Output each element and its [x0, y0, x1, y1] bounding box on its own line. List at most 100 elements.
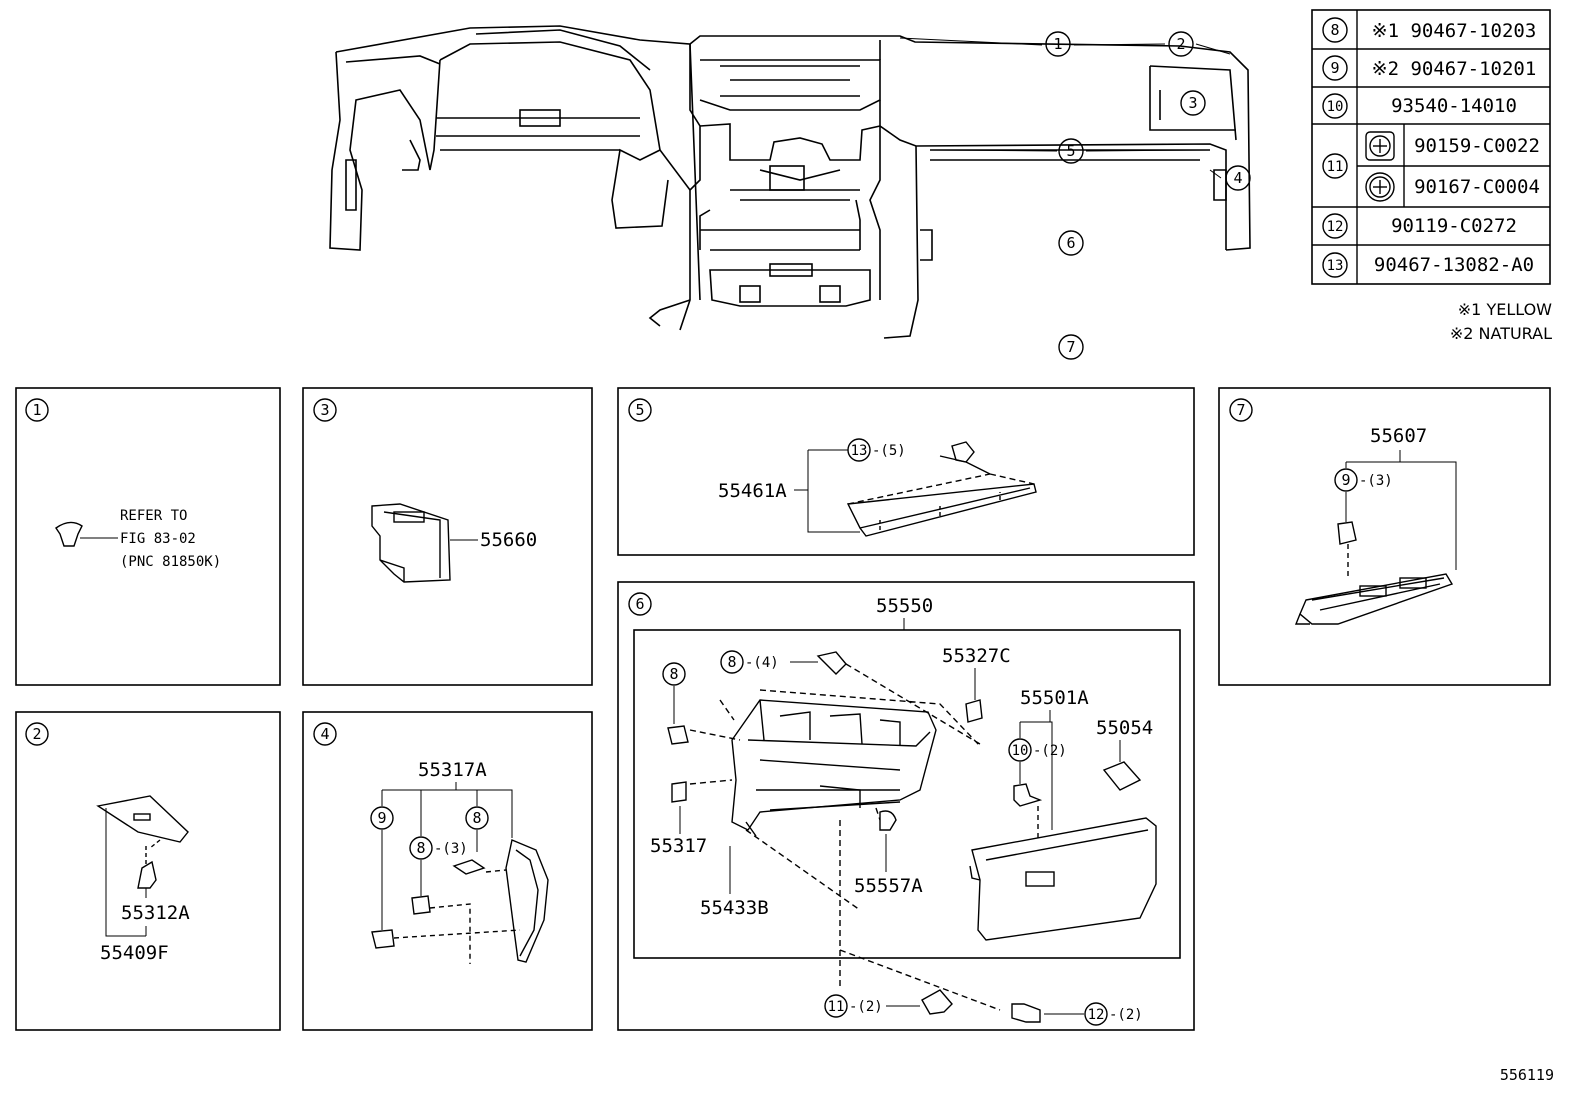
svg-text:90167-C0004: 90167-C0004	[1414, 176, 1540, 198]
callout-3: 3	[1180, 90, 1206, 116]
legend-row-10: 10 93540-14010	[1322, 93, 1517, 119]
subassembly-frame	[633, 629, 1181, 959]
svg-text:8: 8	[727, 653, 736, 671]
screw-head-icon	[1365, 131, 1395, 161]
svg-text:11: 11	[1327, 159, 1344, 175]
svg-text:8: 8	[472, 809, 481, 827]
svg-text:1: 1	[32, 401, 41, 419]
panel-5: 5 13 -(5) 55461A	[617, 387, 1195, 556]
svg-text:12: 12	[1088, 1007, 1105, 1023]
svg-text:4: 4	[1233, 169, 1242, 187]
svg-text:3: 3	[1188, 94, 1197, 112]
svg-text:90159-C0022: 90159-C0022	[1414, 135, 1540, 157]
svg-text:6: 6	[635, 595, 644, 613]
part-55461A: 55461A	[718, 480, 787, 502]
lid-drawing	[96, 795, 189, 849]
part-55501A: 55501A	[1020, 687, 1089, 709]
svg-text:8: 8	[416, 839, 425, 857]
part-55550: 55550	[876, 595, 933, 617]
refer-line-1: REFER TO	[120, 508, 187, 524]
svg-text:3: 3	[320, 401, 329, 419]
side-panel-drawing	[505, 839, 549, 963]
svg-text:2: 2	[32, 725, 41, 743]
svg-text:5: 5	[635, 401, 644, 419]
svg-text:8: 8	[1330, 21, 1339, 39]
part-55327C: 55327C	[942, 645, 1011, 667]
legend-row-9: 9 ※2 90467-10201	[1322, 55, 1537, 81]
part-55660: 55660	[480, 529, 537, 551]
part-55317A: 55317A	[418, 759, 487, 781]
svg-text:2: 2	[1176, 35, 1185, 53]
svg-text:-(2): -(2)	[1033, 743, 1067, 759]
part-55312A: 55312A	[121, 902, 190, 924]
dashboard-leader-lines	[899, 37, 1231, 179]
svg-text:7: 7	[1066, 338, 1075, 356]
svg-text:※2 90467-10201: ※2 90467-10201	[1372, 58, 1537, 80]
svg-text:13: 13	[851, 443, 868, 459]
callout-4: 4	[1225, 165, 1251, 191]
svg-text:12: 12	[1327, 219, 1344, 235]
svg-text:4: 4	[320, 725, 329, 743]
svg-text:90467-13082-A0: 90467-13082-A0	[1374, 254, 1534, 276]
callout-5: 5	[1058, 138, 1084, 164]
side-vent-drawing	[371, 503, 451, 583]
part-55433B: 55433B	[700, 897, 769, 919]
svg-text:9: 9	[377, 809, 386, 827]
callout-2: 2	[1168, 31, 1194, 57]
svg-text:-(3): -(3)	[434, 841, 468, 857]
panel-4: 4 55317A 9 8 -(3) 8	[302, 711, 593, 1031]
svg-text:1: 1	[1053, 35, 1062, 53]
svg-text:90119-C0272: 90119-C0272	[1391, 215, 1517, 237]
svg-text:10: 10	[1012, 743, 1029, 759]
callout-6: 6	[1058, 230, 1084, 256]
clip-icon	[55, 521, 83, 547]
svg-text:-(2): -(2)	[1109, 1007, 1143, 1023]
svg-text:-(5): -(5)	[872, 443, 906, 459]
part-55054: 55054	[1096, 717, 1153, 739]
svg-text:6: 6	[1066, 234, 1075, 252]
svg-text:7: 7	[1236, 401, 1245, 419]
svg-text:10: 10	[1327, 99, 1344, 115]
svg-text:93540-14010: 93540-14010	[1391, 95, 1517, 117]
svg-text:11: 11	[828, 999, 845, 1015]
panel-6: 6 55550 8 -(4) 8 55327C 55501A 10 -(2) 5…	[617, 581, 1195, 1031]
panel-1: 1 REFER TO FIG 83-02 (PNC 81850K)	[15, 387, 281, 686]
svg-text:13: 13	[1327, 258, 1344, 274]
legend-note-natural: ※2 NATURAL	[1450, 324, 1552, 343]
legend-row-11: 11 90159-C0022 90167-C0004	[1322, 131, 1540, 202]
callout-7: 7	[1058, 334, 1084, 360]
screw-icon	[921, 989, 953, 1015]
refer-line-3: (PNC 81850K)	[120, 554, 221, 570]
stopper-drawing	[879, 810, 897, 831]
figure-id: 556119	[1500, 1066, 1554, 1084]
svg-text:※1 90467-10203: ※1 90467-10203	[1372, 20, 1537, 42]
callout-1: 1	[1045, 31, 1071, 57]
part-55409F: 55409F	[100, 942, 169, 964]
part-55607: 55607	[1370, 425, 1427, 447]
svg-text:9: 9	[1330, 59, 1339, 77]
legend-note-yellow: ※1 YELLOW	[1458, 300, 1552, 319]
part-55317: 55317	[650, 835, 707, 857]
part-55557A: 55557A	[854, 875, 923, 897]
svg-text:8: 8	[669, 665, 678, 683]
refer-line-2: FIG 83-02	[120, 531, 196, 547]
svg-text:-(4): -(4)	[745, 655, 779, 671]
svg-text:9: 9	[1341, 471, 1350, 489]
svg-text:5: 5	[1066, 142, 1075, 160]
legend-row-13: 13 90467-13082-A0	[1322, 252, 1534, 278]
dashboard-assembly-drawing	[329, 25, 1251, 339]
trim-strip-drawing	[846, 473, 1037, 537]
legend-row-12: 12 90119-C0272	[1322, 213, 1517, 239]
legend-row-8: 8 ※1 90467-10203	[1322, 17, 1537, 43]
svg-text:-(2): -(2)	[849, 999, 883, 1015]
glove-box-housing-drawing	[731, 699, 937, 837]
main-callouts: 1 2 3 4 5 6 7	[1045, 31, 1251, 360]
fastener-legend-table: 8 ※1 90467-10203 9 ※2 90467-10201 10 935…	[1311, 9, 1551, 285]
tray-drawing	[1294, 573, 1454, 625]
svg-text:-(3): -(3)	[1359, 473, 1393, 489]
panel-3: 3 55660	[302, 387, 593, 686]
bolt-icon	[1011, 1003, 1041, 1023]
glove-box-door-drawing	[969, 817, 1157, 941]
panel-7: 7 55607 9 -(3)	[1218, 387, 1551, 686]
